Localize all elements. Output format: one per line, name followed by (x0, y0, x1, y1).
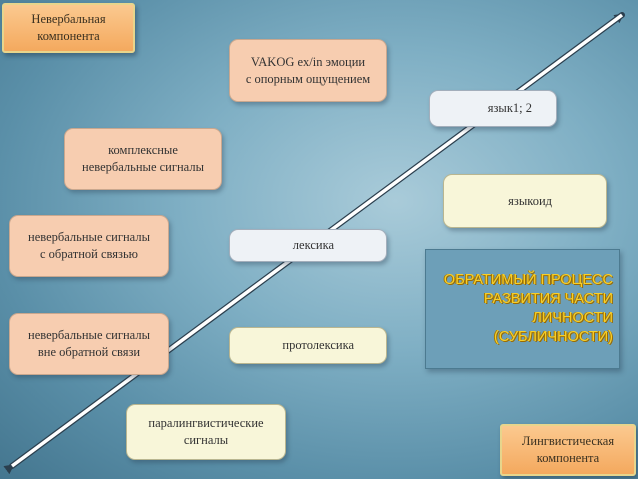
protolexis-box: протолексика (229, 327, 387, 364)
linguistic-component-label: Лингвистическая компонента (500, 424, 636, 476)
nonverbal-signals-with-feedback-box: невербальные сигналы с обратной связью (9, 215, 169, 277)
vakog-emotions-box: VAKOG ex/in эмоции с опорным ощущением (229, 39, 387, 102)
lexis-box: лексика (229, 229, 387, 262)
language-1-2-box: язык1; 2 (429, 90, 557, 127)
reversible-process-label: ОБРАТИМЫЙ ПРОЦЕСС РАЗВИТИЯ ЧАСТИ ЛИЧНОСТ… (443, 271, 613, 346)
nonverbal-component-label: Невербальная компонента (2, 3, 135, 53)
reversible-process-panel: ОБРАТИМЫЙ ПРОЦЕСС РАЗВИТИЯ ЧАСТИ ЛИЧНОСТ… (425, 249, 620, 369)
languoid-box: языкоид (443, 174, 607, 228)
nonverbal-signals-outside-feedback-box: невербальные сигналы вне обратной связи (9, 313, 169, 375)
paralinguistic-signals-box: паралингвистические сигналы (126, 404, 286, 460)
complex-nonverbal-signals-box: комплексные невербальные сигналы (64, 128, 222, 190)
